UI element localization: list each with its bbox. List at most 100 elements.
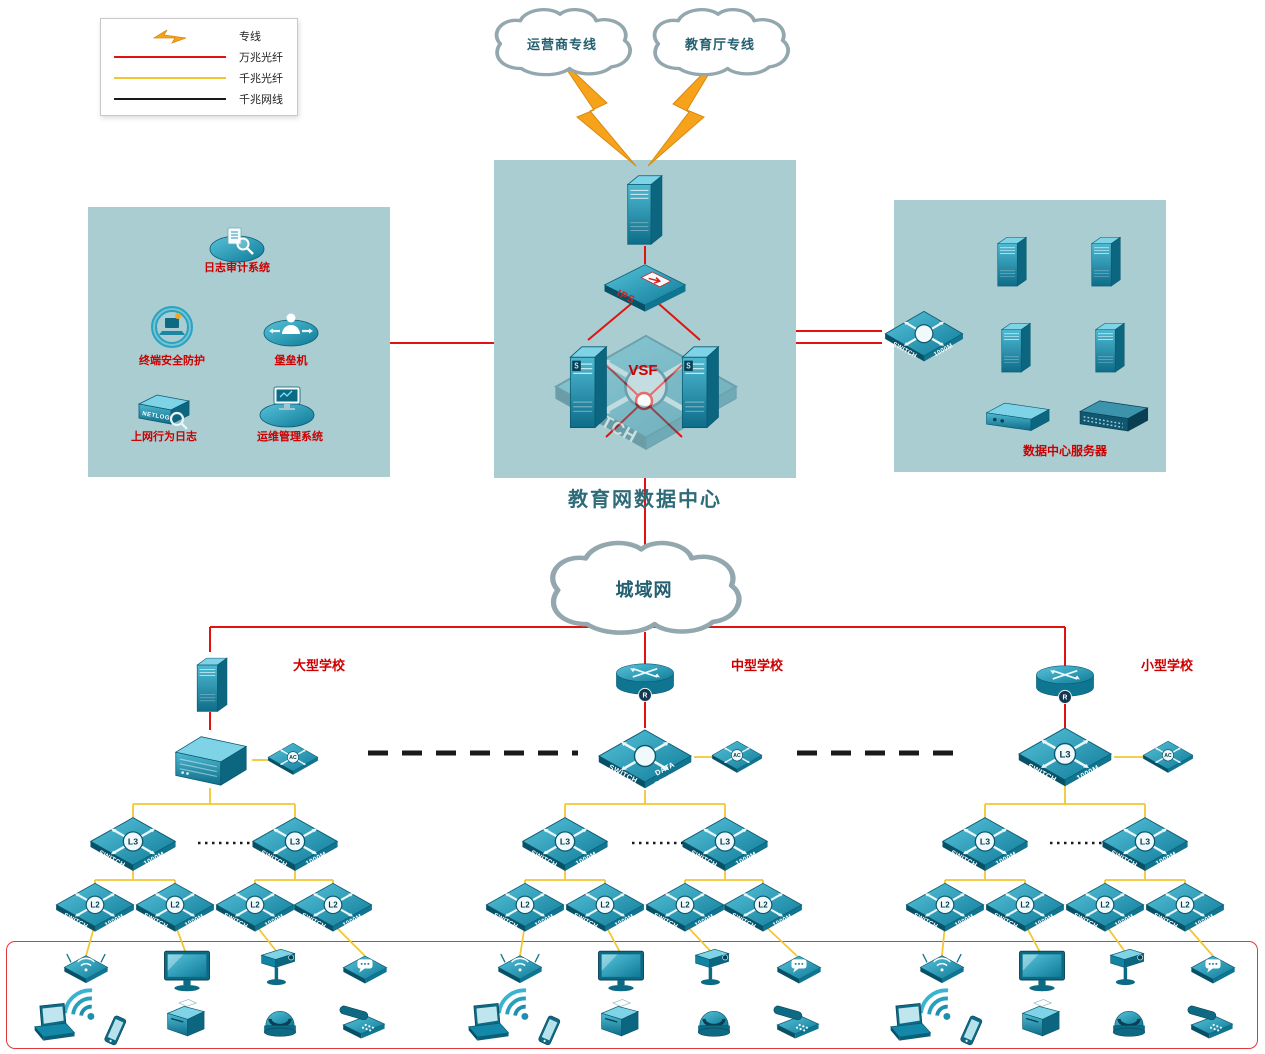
dome-camera-icon[interactable] bbox=[689, 998, 739, 1048]
datacenter-server[interactable] bbox=[992, 315, 1037, 379]
label-terminal-security: 终端安全防护 bbox=[139, 355, 205, 367]
svg-text:L3: L3 bbox=[1059, 750, 1070, 761]
cloud-education-line[interactable]: 教育厅专线 bbox=[644, 6, 796, 80]
desktop-monitor-icon[interactable] bbox=[594, 944, 648, 998]
ips-device[interactable]: IPS bbox=[599, 261, 691, 318]
svg-text:L2: L2 bbox=[90, 901, 100, 910]
terminal-security-icon[interactable] bbox=[145, 302, 199, 352]
desk-phone-icon[interactable] bbox=[336, 998, 390, 1052]
video-chat-icon[interactable] bbox=[774, 946, 824, 996]
ptz-camera-icon[interactable] bbox=[687, 944, 739, 996]
cloud-carrier-line[interactable]: 运营商专线 bbox=[486, 6, 638, 80]
vsf-label: VSF bbox=[628, 362, 658, 379]
dome-camera-icon[interactable] bbox=[255, 998, 305, 1048]
desktop-monitor-icon[interactable] bbox=[1015, 944, 1069, 998]
svg-text:L3: L3 bbox=[560, 837, 570, 847]
cloud-label: 教育厅专线 bbox=[684, 36, 755, 52]
core-firewall[interactable] bbox=[616, 164, 670, 254]
school-core-server-large[interactable] bbox=[166, 727, 254, 791]
storage-array[interactable] bbox=[980, 395, 1054, 437]
datacenter-server[interactable] bbox=[1086, 315, 1131, 379]
school-label-large: 大型学校 bbox=[292, 658, 345, 673]
dome-camera-icon[interactable] bbox=[1104, 998, 1154, 1048]
label-ops-mgmt: 运维管理系统 bbox=[257, 431, 323, 443]
smartphone-icon[interactable] bbox=[94, 1010, 136, 1052]
printer-icon[interactable] bbox=[1014, 996, 1066, 1048]
rack-switch[interactable] bbox=[1073, 392, 1153, 438]
smartphone-icon[interactable] bbox=[528, 1010, 570, 1052]
yellow-line-icon bbox=[111, 76, 229, 79]
access-controller[interactable]: AC bbox=[1141, 739, 1195, 777]
school-label-small: 小型学校 bbox=[1140, 658, 1193, 673]
legend: 专线 万兆光纤 千兆光纤 千兆网线 bbox=[100, 18, 298, 116]
svg-text:L3: L3 bbox=[128, 837, 138, 847]
access-controller[interactable]: AC bbox=[266, 741, 320, 779]
desktop-monitor-icon[interactable] bbox=[160, 944, 214, 998]
datacenter-server[interactable] bbox=[1082, 229, 1127, 293]
legend-label: 千兆光纤 bbox=[239, 72, 283, 85]
access-controller[interactable]: AC bbox=[710, 739, 764, 777]
laptop-icon[interactable] bbox=[882, 999, 934, 1051]
laptop-icon[interactable] bbox=[26, 999, 78, 1051]
netlog-icon[interactable]: NETLOG bbox=[131, 386, 195, 434]
svg-text:S: S bbox=[686, 361, 690, 371]
server-zone-switch[interactable]: SWITCH 1000M bbox=[882, 308, 966, 368]
legend-label: 专线 bbox=[239, 30, 261, 43]
desk-phone-icon[interactable] bbox=[770, 998, 824, 1052]
school-firewall-large[interactable] bbox=[187, 649, 234, 719]
svg-text:L2: L2 bbox=[1020, 901, 1030, 910]
school-core-switch-medium[interactable]: SWITCH DATA CENTER bbox=[595, 726, 695, 796]
vsf-core-switch-right[interactable]: S bbox=[670, 333, 727, 439]
svg-text:L2: L2 bbox=[600, 901, 610, 910]
label-net-behavior: 上网行为日志 bbox=[131, 431, 197, 443]
log-audit-icon[interactable] bbox=[205, 222, 269, 266]
laptop-icon[interactable] bbox=[460, 999, 512, 1051]
ops-management-icon[interactable] bbox=[255, 382, 319, 430]
legend-item-1g-copper: 千兆网线 bbox=[111, 91, 287, 107]
school-core-switch-small[interactable]: L3 SWITCH 1000M bbox=[1015, 724, 1115, 794]
cloud-man[interactable]: 城域网 bbox=[538, 538, 750, 640]
bastion-host-icon[interactable] bbox=[259, 306, 323, 350]
svg-text:L3: L3 bbox=[980, 837, 990, 847]
black-line-icon bbox=[111, 97, 229, 100]
smartphone-icon[interactable] bbox=[950, 1010, 992, 1052]
printer-icon[interactable] bbox=[159, 996, 211, 1048]
school-router-medium[interactable]: R bbox=[611, 659, 679, 706]
printer-icon[interactable] bbox=[593, 996, 645, 1048]
ptz-camera-icon[interactable] bbox=[1102, 944, 1154, 996]
desk-phone-icon[interactable] bbox=[1184, 998, 1238, 1052]
svg-text:AC: AC bbox=[733, 753, 741, 759]
cloud-label: 运营商专线 bbox=[526, 36, 597, 52]
school-router-small[interactable]: R bbox=[1031, 661, 1099, 708]
svg-text:NETLOG: NETLOG bbox=[142, 411, 171, 422]
datacenter-server[interactable] bbox=[988, 229, 1033, 293]
svg-text:L2: L2 bbox=[170, 901, 180, 910]
vsf-core-switch-left[interactable]: S bbox=[558, 333, 615, 439]
video-chat-icon[interactable] bbox=[1188, 946, 1238, 996]
ptz-camera-icon[interactable] bbox=[253, 944, 305, 996]
video-chat-icon[interactable] bbox=[340, 946, 390, 996]
svg-text:L2: L2 bbox=[520, 901, 530, 910]
svg-text:R: R bbox=[643, 692, 648, 699]
lightning-bolt-icon bbox=[111, 28, 229, 44]
svg-text:L2: L2 bbox=[328, 901, 338, 910]
